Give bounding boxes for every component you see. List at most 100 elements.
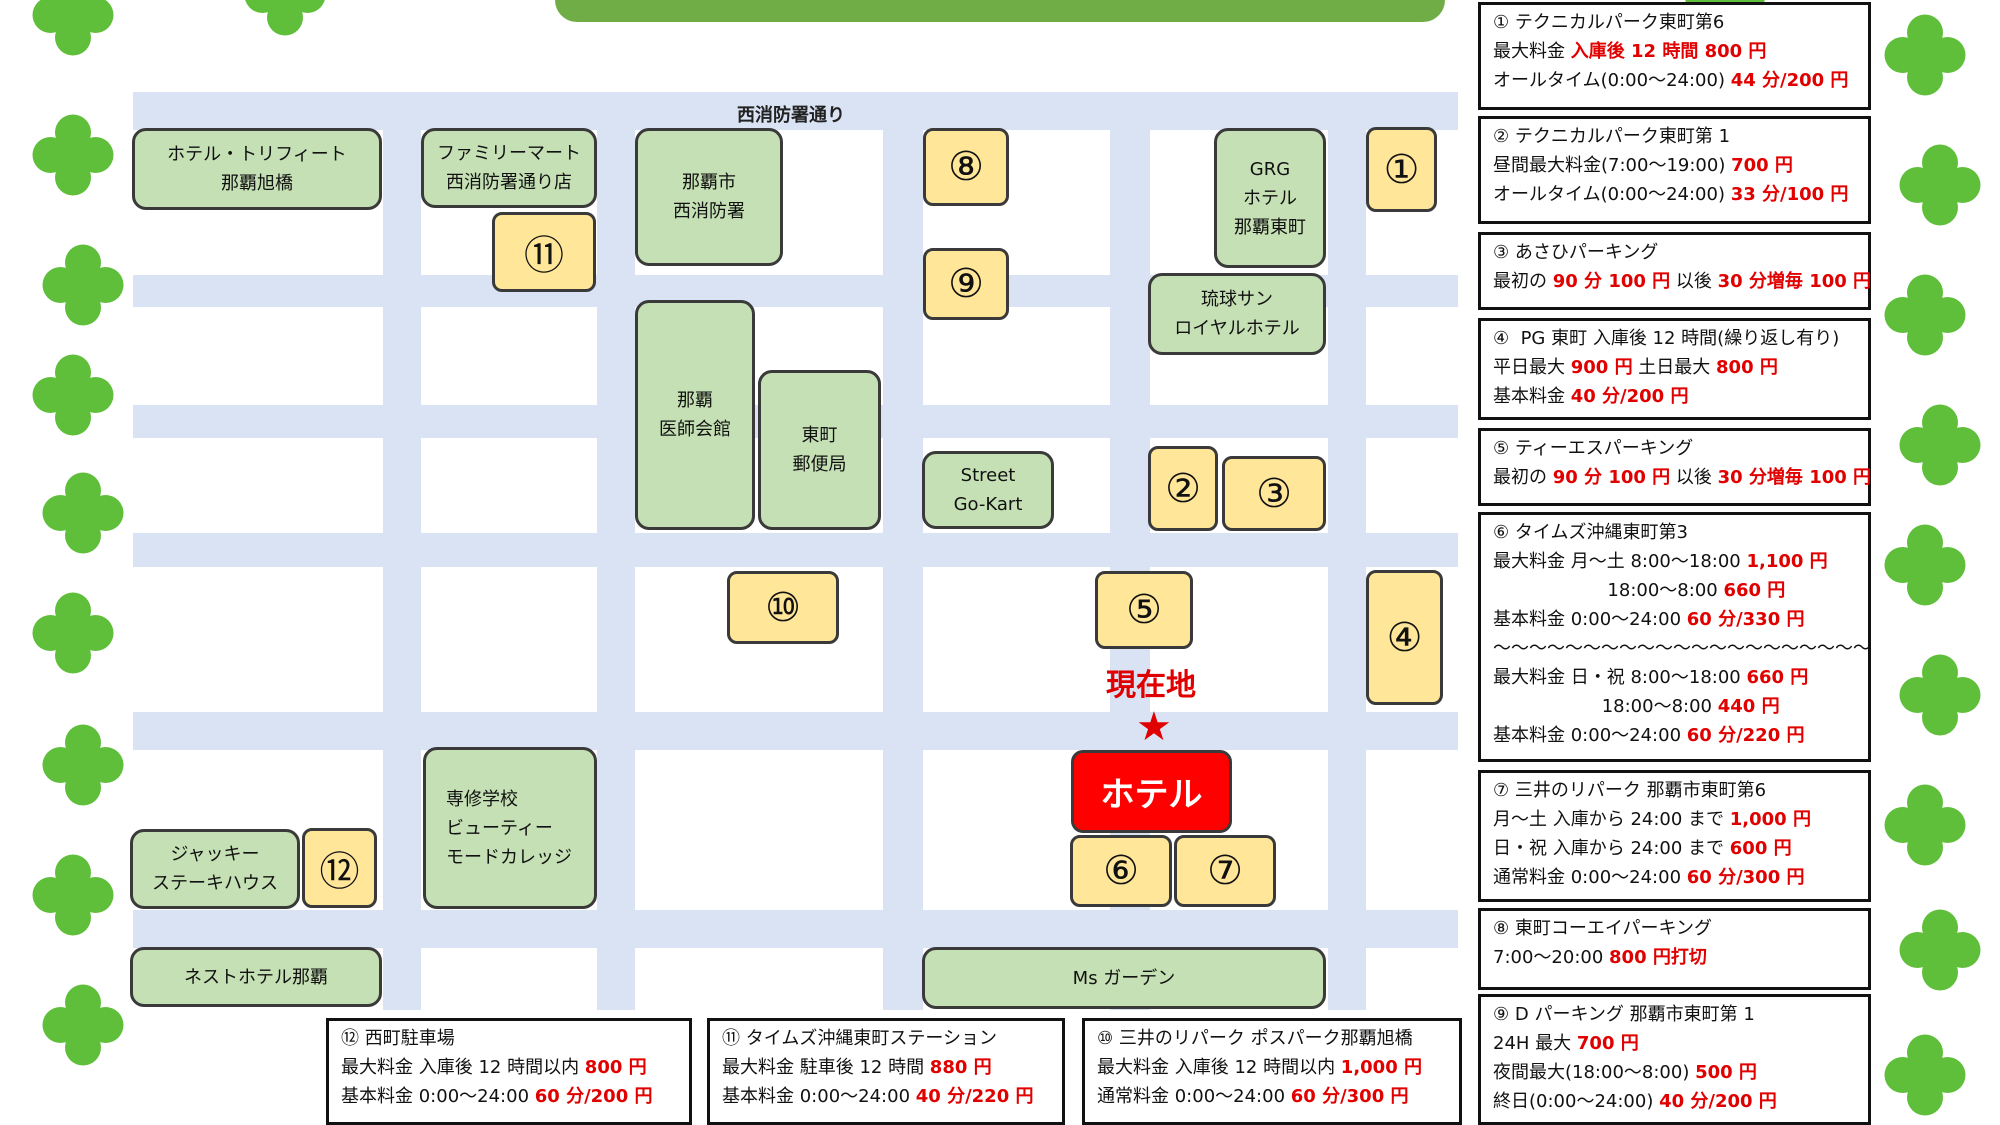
building-beauty-college: 専修学校 ビューティー モードカレッジ [423, 747, 597, 909]
price-text: 90 分 100 円 [1552, 467, 1671, 488]
clover-icon [245, 0, 325, 36]
parking-info-10: ⑩ 三井のリパーク ポスパーク那覇旭橋最大料金 入庫後 12 時間以内 1,00… [1082, 1018, 1462, 1125]
info-line: 18:00～8:00 660 円 [1493, 576, 1856, 605]
top-banner [555, 0, 1445, 22]
current-location-star-icon: ★ [1136, 704, 1172, 750]
info-text: オールタイム(0:00～24:00) [1493, 70, 1731, 91]
building-grg-hotel: GRG ホテル 那覇東町 [1214, 128, 1326, 268]
info-text: 最初の [1493, 271, 1553, 292]
clover-icon [1899, 404, 1981, 486]
info-text: ② テクニカルパーク東町第 1 [1493, 126, 1731, 147]
info-text: 平日最大 [1493, 357, 1571, 378]
info-line: オールタイム(0:00～24:00) 33 分/100 円 [1493, 180, 1856, 209]
parking-info-11: ⑪ タイムズ沖縄東町ステーション最大料金 駐車後 12 時間 880 円基本料金… [707, 1018, 1065, 1125]
info-text: 土日最大 [1632, 357, 1717, 378]
road [133, 712, 1458, 750]
parking-lot-2[interactable]: ② [1148, 446, 1218, 531]
price-text: 40 分/200 円 [1659, 1091, 1777, 1112]
info-line: ⑩ 三井のリパーク ポスパーク那覇旭橋 [1097, 1024, 1447, 1053]
price-text: 800 円 [584, 1057, 647, 1078]
info-text: 7:00～20:00 [1493, 947, 1610, 968]
road [133, 533, 1458, 567]
price-text: 60 分/300 円 [1290, 1086, 1409, 1107]
clover-icon [32, 354, 114, 436]
parking-lot-5[interactable]: ⑤ [1095, 571, 1193, 649]
info-line: ⑫ 西町駐車場 [341, 1024, 677, 1053]
price-text: 40 分/220 円 [915, 1086, 1034, 1107]
info-text: ⑧ 東町コーエイパーキング [1493, 918, 1712, 939]
info-line: 最大料金 駐車後 12 時間 880 円 [722, 1053, 1050, 1082]
info-line: 7:00～20:00 800 円打切 [1493, 943, 1856, 972]
info-line: 最大料金 入庫後 12 時間以内 800 円 [341, 1053, 677, 1082]
info-text: 通常料金 0:00～24:00 [1097, 1086, 1291, 1107]
building-fire-station: 那覇市 西消防署 [635, 128, 783, 266]
clover-icon [42, 984, 124, 1066]
building-medical-hall: 那覇 医師会館 [635, 300, 755, 530]
parking-info-2: ② テクニカルパーク東町第 1 昼間最大料金(7:00～19:00) 700 円オ… [1478, 116, 1871, 224]
info-text: 最初の [1493, 467, 1553, 488]
info-text: ⑫ 西町駐車場 [341, 1028, 455, 1049]
parking-lot-9[interactable]: ⑨ [923, 248, 1009, 320]
info-line: 最大料金 入庫後 12 時間以内 1,000 円 [1097, 1053, 1447, 1082]
parking-info-5: ⑤ ティーエスパーキング最初の 90 分 100 円 以後 30 分増毎 100… [1478, 428, 1871, 506]
parking-info-8: ⑧ 東町コーエイパーキング 7:00～20:00 800 円打切 [1478, 908, 1871, 990]
parking-lot-1[interactable]: ① [1366, 127, 1437, 212]
info-text: 基本料金 0:00～24:00 [722, 1086, 916, 1107]
info-text: 以後 [1670, 271, 1718, 292]
info-line: 月～土 入庫から 24:00 まで 1,000 円 [1493, 805, 1856, 834]
price-text: 30 分増毎 100 円 [1717, 271, 1872, 292]
price-text: 30 分増毎 100 円 [1717, 467, 1872, 488]
clover-icon [1899, 654, 1981, 736]
price-text: 1,000 円 [1340, 1057, 1422, 1078]
info-line: 基本料金 0:00～24:00 60 分/200 円 [341, 1082, 677, 1111]
parking-lot-3[interactable]: ③ [1222, 456, 1326, 531]
clover-icon [1884, 784, 1966, 866]
price-text: 1,000 円 [1729, 809, 1811, 830]
info-text: 終日(0:00～24:00) [1493, 1091, 1660, 1112]
info-text: 夜間最大(18:00～8:00) [1493, 1062, 1696, 1083]
parking-lot-12[interactable]: ⑫ [302, 828, 377, 908]
parking-lot-11[interactable]: ⑪ [492, 212, 596, 292]
price-text: 700 円 [1576, 1033, 1639, 1054]
price-text: 600 円 [1729, 838, 1792, 859]
parking-lot-6[interactable]: ⑥ [1070, 835, 1172, 907]
parking-lot-4[interactable]: ④ [1366, 570, 1443, 705]
hotel-marker[interactable]: ホテル [1071, 750, 1232, 833]
clover-icon [42, 724, 124, 806]
info-line: 最大料金 入庫後 12 時間 800 円 [1493, 37, 1856, 66]
building-hotel-torifito: ホテル・トリフィート 那覇旭橋 [132, 128, 382, 210]
price-text: 60 分/330 円 [1686, 609, 1805, 630]
road [883, 92, 923, 1010]
parking-lot-10[interactable]: ⑩ [727, 571, 839, 644]
info-text: 月～土 入庫から 24:00 まで [1493, 809, 1730, 830]
price-text: 33 分/100 円 [1730, 184, 1849, 205]
info-line: 最初の 90 分 100 円 以後 30 分増毎 100 円 [1493, 463, 1871, 492]
clover-icon [1899, 909, 1981, 991]
info-text: 日・祝 入庫から 24:00 まで [1493, 838, 1730, 859]
building-ryukyu-sun: 琉球サン ロイヤルホテル [1148, 273, 1326, 355]
clover-icon [42, 472, 124, 554]
parking-lot-7[interactable]: ⑦ [1174, 835, 1276, 907]
info-text: ⑩ 三井のリパーク ポスパーク那覇旭橋 [1097, 1028, 1413, 1049]
info-line: 基本料金 40 分/200 円 [1493, 382, 1856, 411]
building-street-gokart: Street Go-Kart [922, 451, 1054, 529]
road [1328, 92, 1366, 1010]
info-line: 終日(0:00～24:00) 40 分/200 円 [1493, 1087, 1856, 1116]
info-line: ⑪ タイムズ沖縄東町ステーション [722, 1024, 1050, 1053]
clover-icon [1884, 274, 1966, 356]
info-text: 最大料金 入庫後 12 時間以内 [341, 1057, 585, 1078]
info-line: 昼間最大料金(7:00～19:00) 700 円 [1493, 151, 1856, 180]
price-text: 40 分/200 円 [1570, 386, 1689, 407]
info-line: オールタイム(0:00～24:00) 44 分/200 円 [1493, 66, 1856, 95]
price-text: 1,100 円 [1746, 551, 1828, 572]
price-text: 900 円 [1570, 357, 1633, 378]
price-text: 440 円 [1717, 696, 1780, 717]
info-line: ④ PG 東町 入庫後 12 時間(繰り返し有り) [1493, 324, 1856, 353]
building-post-office: 東町 郵便局 [758, 370, 881, 530]
parking-lot-8[interactable]: ⑧ [923, 128, 1009, 206]
info-text: 最大料金 月～土 8:00～18:00 [1493, 551, 1747, 572]
info-text: 最大料金 入庫後 12 時間以内 [1097, 1057, 1341, 1078]
clover-icon [32, 114, 114, 196]
info-text: ⑪ タイムズ沖縄東町ステーション [722, 1028, 998, 1049]
